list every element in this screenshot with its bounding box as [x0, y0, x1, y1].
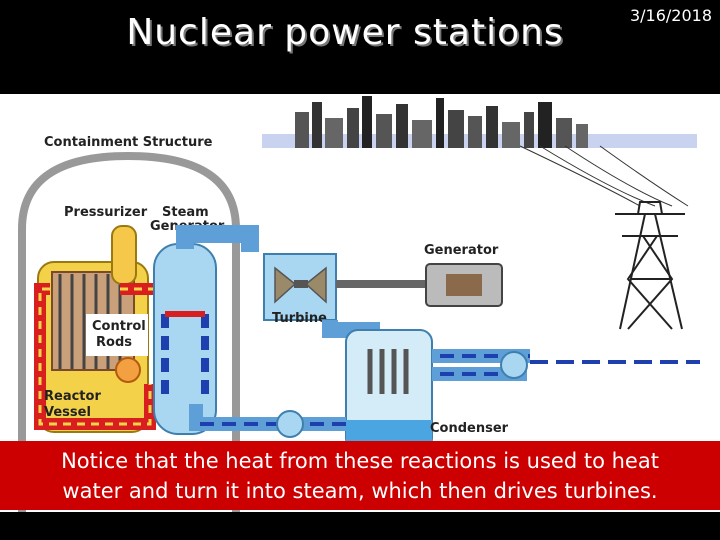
caption-banner: Notice that the heat from these reaction…	[0, 441, 720, 510]
generator-icon	[336, 263, 503, 307]
turbine-icon	[263, 253, 337, 321]
steam-generator-label-1: Steam	[162, 205, 209, 220]
condenser-label: Condenser	[430, 421, 509, 436]
steam-generator	[153, 243, 217, 435]
reactor-vessel	[37, 261, 149, 433]
transmission-tower-icon	[615, 201, 685, 330]
reactor-vessel-label-1: Reactor	[44, 389, 101, 404]
caption-line-1: Notice that the heat from these reaction…	[61, 449, 659, 473]
turbine-label: Turbine	[272, 311, 327, 326]
city-skyline	[262, 96, 697, 148]
slide-title: Nuclear power stations	[126, 12, 564, 53]
reactor-vessel-label-2: Vessel	[44, 405, 91, 420]
caption-line-2: water and turn it into steam, which then…	[62, 479, 658, 503]
containment-label: Containment Structure	[44, 135, 213, 150]
power-lines	[519, 145, 689, 207]
steam-line	[176, 225, 259, 252]
pressurizer	[111, 225, 137, 285]
generator-label: Generator	[424, 243, 499, 258]
diagram-svg: Containment Structure Control Rods Press…	[18, 96, 700, 512]
pressurizer-label: Pressurizer	[64, 205, 148, 220]
control-rods-label-1: Control	[92, 319, 146, 334]
feedwater-return	[189, 404, 346, 438]
cooling-water-loop	[432, 349, 700, 381]
slide-date: 3/16/2018	[629, 6, 712, 25]
control-rods-label-2: Rods	[96, 335, 132, 350]
condenser	[322, 320, 433, 451]
